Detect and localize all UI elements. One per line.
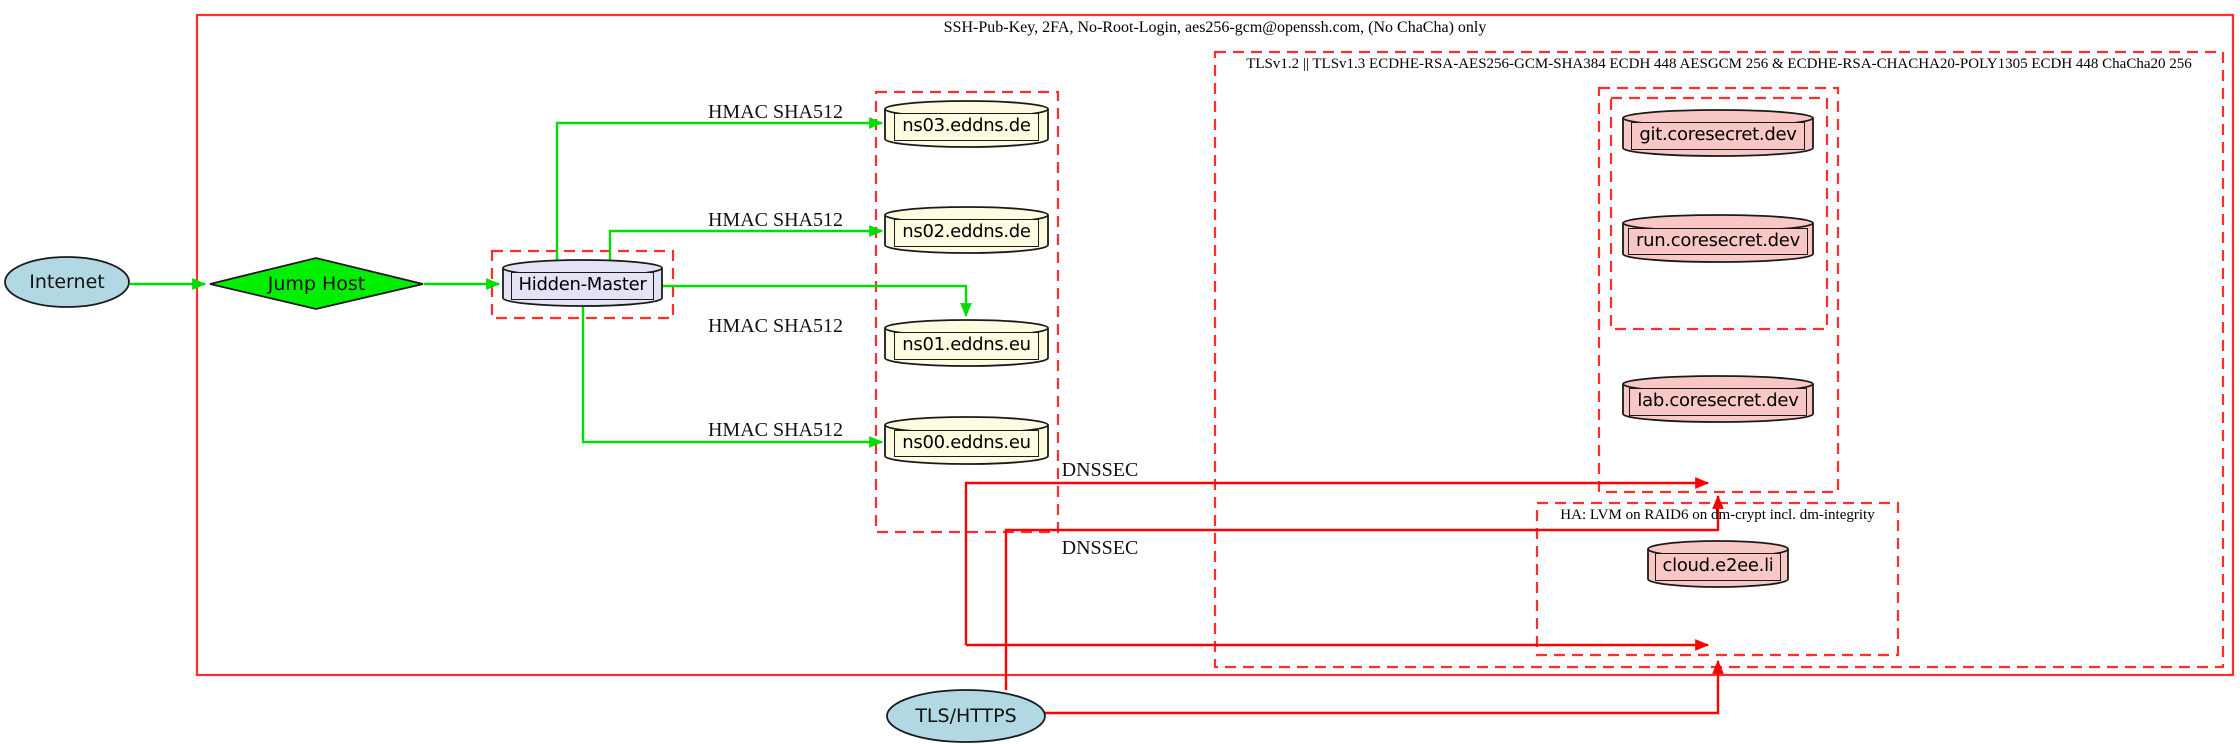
node-ns00: ns00.eddns.eu (885, 423, 1048, 464)
edge-hiddenmaster-to-ns02 (608, 225, 884, 260)
node-cloud-label: cloud.e2ee.li (1654, 553, 1782, 581)
edge-label-hmac-ns02: HMAC SHA512 (707, 208, 844, 231)
cluster-core-services-box (1597, 86, 1840, 494)
edge-hiddenmaster-to-ns03 (555, 117, 884, 260)
node-jump-host-shape (209, 257, 424, 310)
edge-tlshttps-to-coreservices (1004, 494, 1724, 690)
node-run-label: run.coresecret.dev (1628, 227, 1808, 256)
node-lab: lab.coresecret.dev (1623, 382, 1813, 422)
edge-hiddenmaster-to-ns00 (581, 306, 884, 448)
cluster-ssh-hardening-label: SSH-Pub-Key, 2FA, No-Root-Login, aes256-… (943, 19, 1487, 36)
node-tls-https-label: TLS/HTTPS (915, 705, 1017, 727)
cluster-git-run-box (1609, 96, 1829, 331)
edge-label-dnssec-upper: DNSSEC (1061, 458, 1139, 481)
node-ns03: ns03.eddns.de (885, 107, 1048, 147)
node-tls-https-shape (886, 689, 1046, 743)
node-run: run.coresecret.dev (1623, 221, 1813, 262)
node-ns03-label: ns03.eddns.de (894, 113, 1039, 141)
cluster-ha-storage-label: HA: LVM on RAID6 on dm-crypt incl. dm-in… (1560, 507, 1875, 523)
edge-label-dnssec-lower: DNSSEC (1061, 536, 1139, 559)
edge-label-hmac-ns03: HMAC SHA512 (707, 100, 844, 123)
node-cloud: cloud.e2ee.li (1648, 547, 1788, 587)
edge-label-hmac-ns01: HMAC SHA512 (707, 314, 844, 337)
node-ns01-label: ns01.eddns.eu (894, 332, 1039, 360)
node-ns00-label: ns00.eddns.eu (894, 429, 1039, 458)
node-ns01: ns01.eddns.eu (885, 326, 1048, 366)
cluster-ssh-hardening-box (195, 13, 2235, 677)
edge-hiddenmaster-to-ns01 (662, 284, 972, 318)
node-ns02: ns02.eddns.de (885, 213, 1048, 253)
node-internet-shape (4, 256, 130, 308)
edge-tlshttps-to-ha (1045, 659, 1724, 715)
cluster-tls-label: TLSv1.2 || TLSv1.3 ECDHE-RSA-AES256-GCM-… (1246, 56, 2192, 72)
node-hidden-master: Hidden-Master (503, 266, 662, 306)
node-internet-label: Internet (29, 271, 105, 293)
cluster-hidden-master-box (490, 249, 675, 320)
node-git-label: git.coresecret.dev (1631, 122, 1805, 150)
node-git: git.coresecret.dev (1623, 116, 1813, 156)
node-jump-host-label: Jump Host (267, 273, 366, 295)
edge-label-hmac-ns00: HMAC SHA512 (707, 418, 844, 441)
node-hidden-master-label: Hidden-Master (510, 272, 655, 300)
node-lab-label: lab.coresecret.dev (1629, 388, 1807, 416)
node-ns02-label: ns02.eddns.de (894, 219, 1039, 247)
edge-dnssec-upper (964, 477, 1710, 645)
